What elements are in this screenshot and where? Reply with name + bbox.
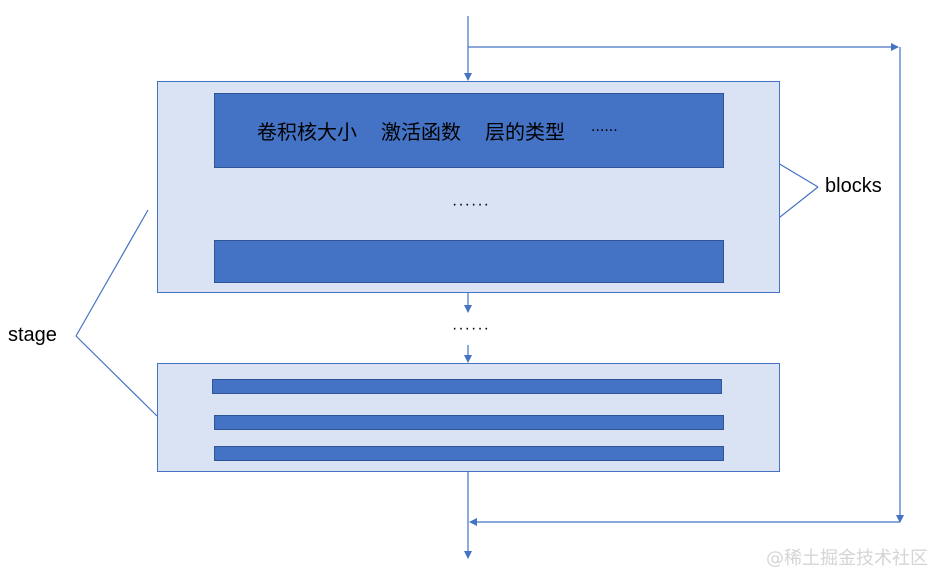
stage2-block-2 [214, 415, 724, 430]
stage2-block-3 [214, 446, 724, 461]
block-2 [214, 240, 724, 283]
stage-label: stage [8, 324, 57, 346]
ellipsis-between-stages: ······ [452, 320, 490, 337]
activation-label: 激活函数 [381, 120, 461, 144]
block-1-content: 卷积核大小 激活函数 层的类型 ······ [215, 94, 723, 167]
watermark: @稀土掘金技术社区 [766, 548, 928, 569]
ellipsis-inside-stage: ······ [452, 196, 490, 213]
more-ellipsis: ······ [591, 122, 618, 139]
stage-bracket-top [75, 209, 149, 337]
kernel-size-label: 卷积核大小 [257, 120, 357, 144]
stage-bracket-bottom [75, 335, 158, 417]
blocks-label: blocks [825, 175, 882, 197]
block-1: 卷积核大小 激活函数 层的类型 ······ [214, 93, 724, 168]
stage2-block-1 [212, 379, 722, 394]
layer-type-label: 层的类型 [485, 120, 565, 144]
